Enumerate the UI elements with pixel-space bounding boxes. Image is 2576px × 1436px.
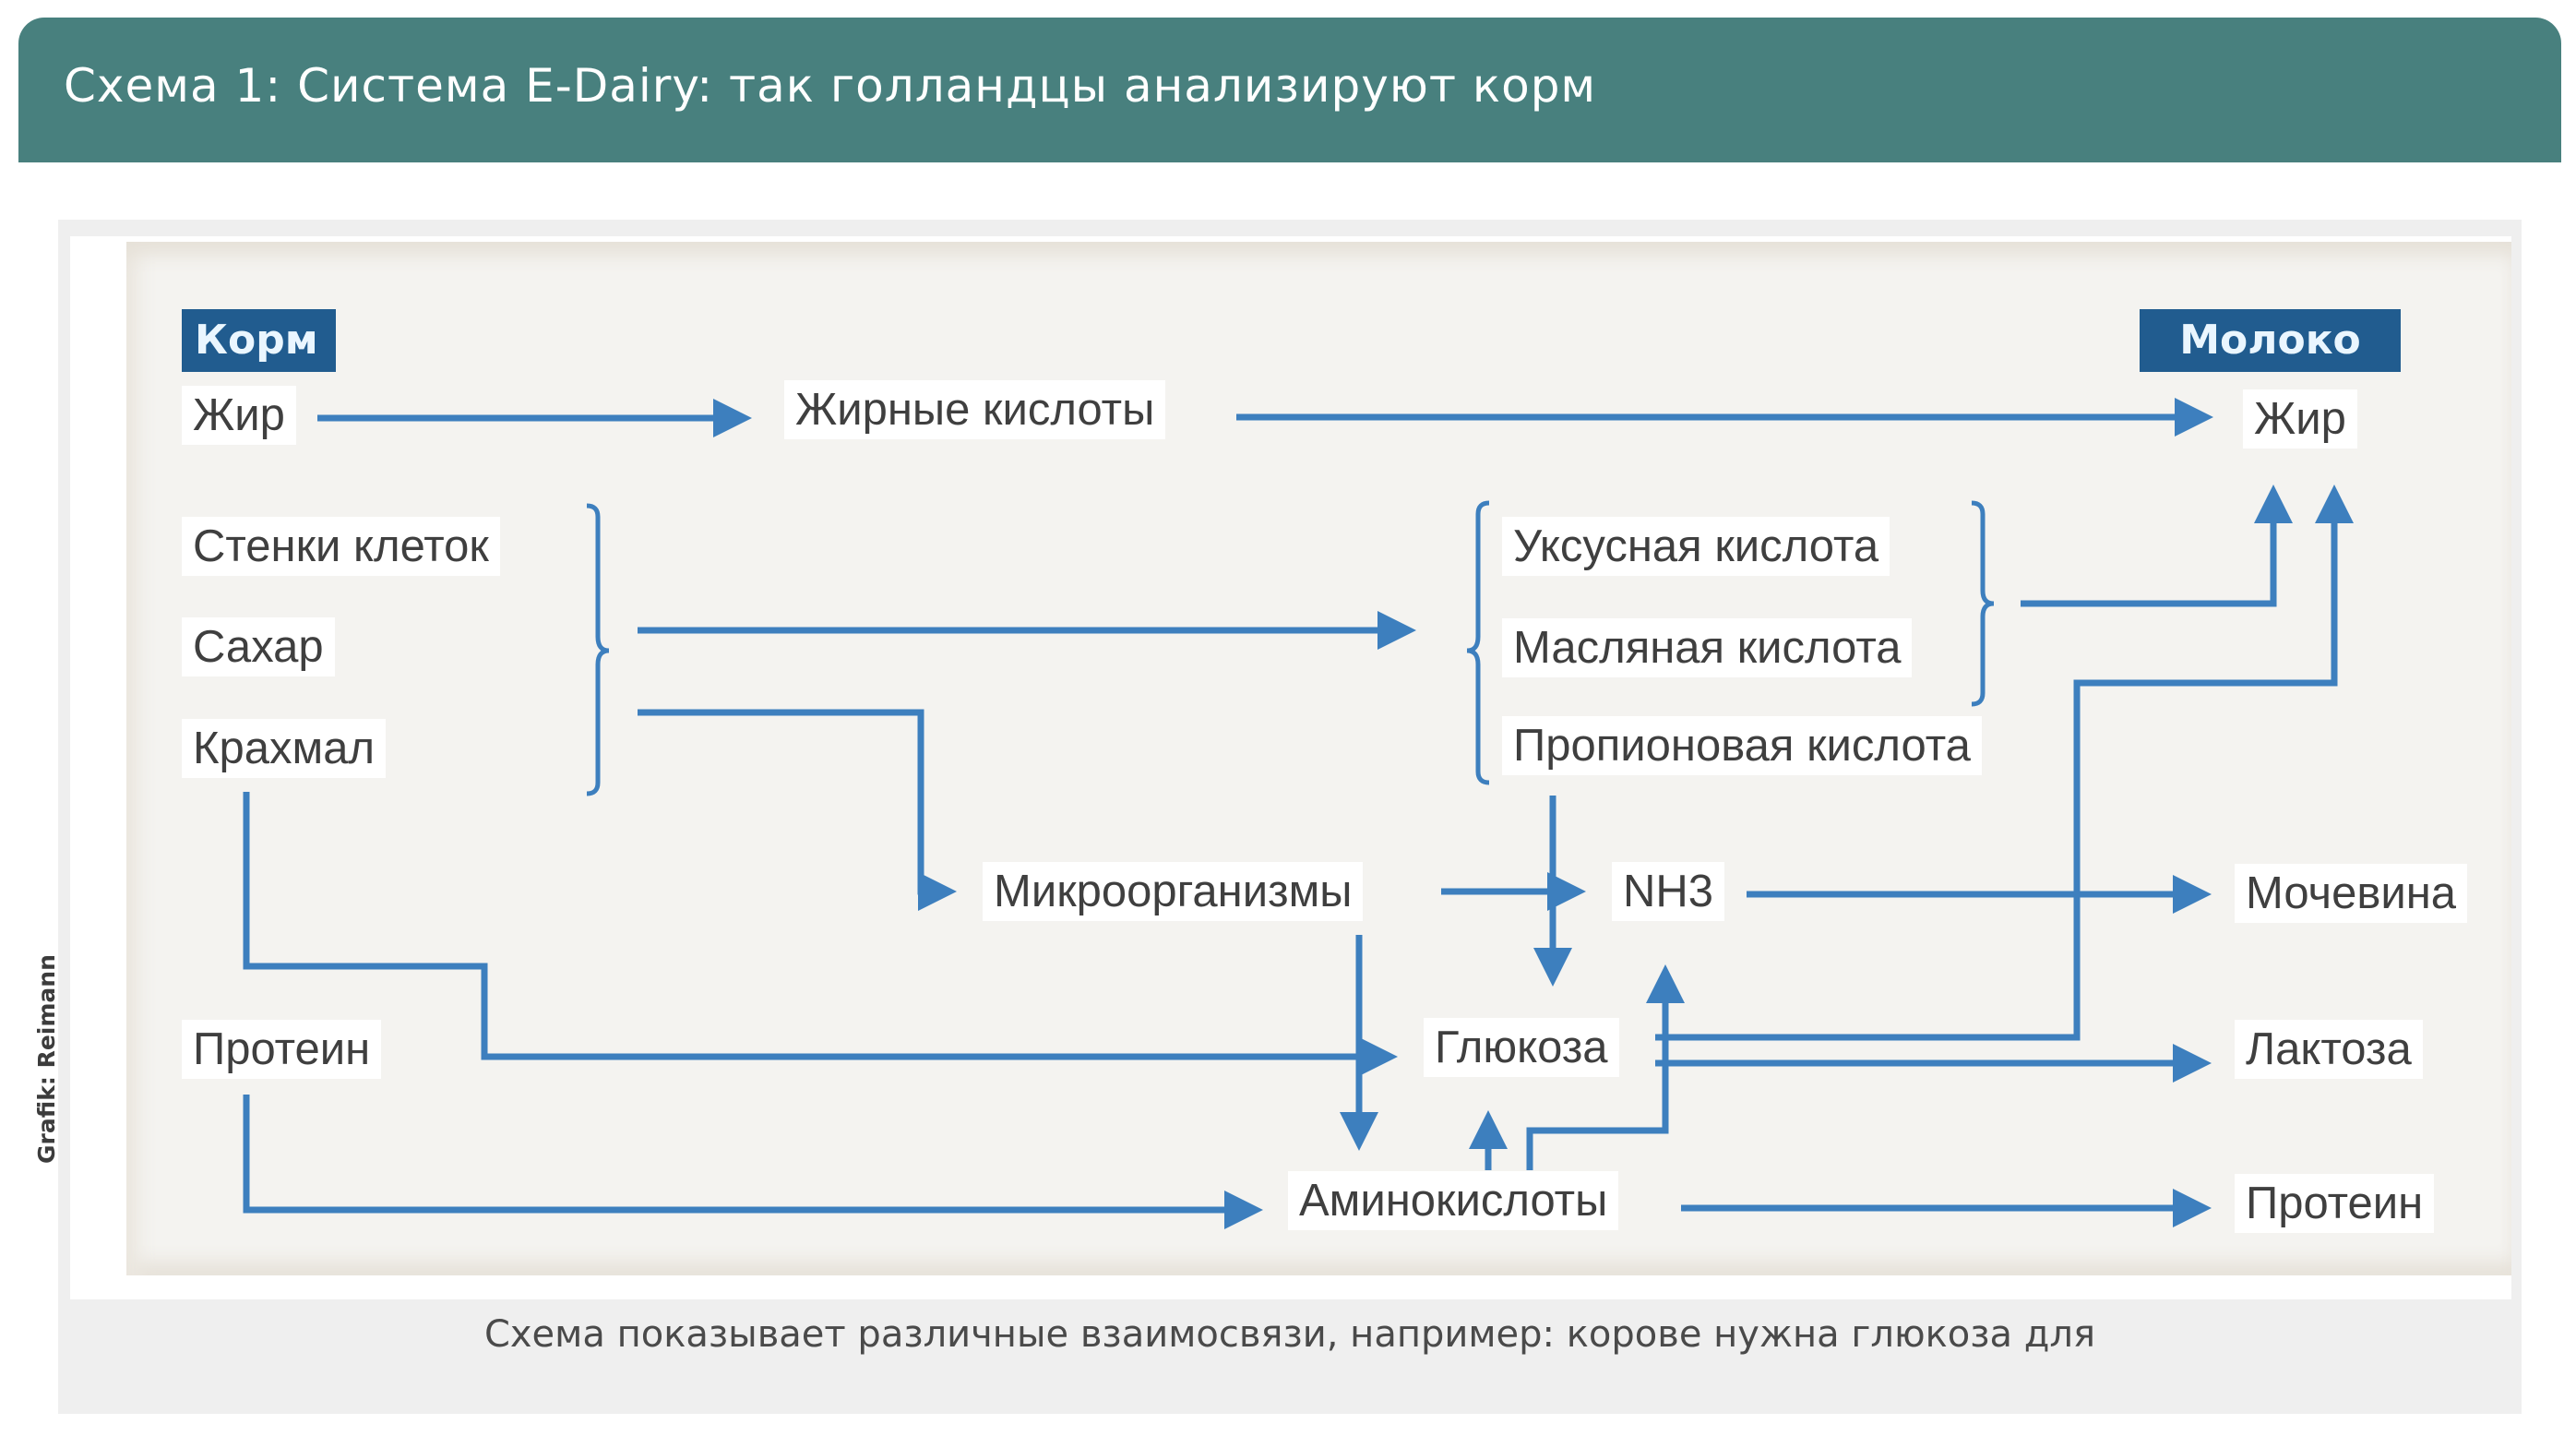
title-banner: Схема 1: Система E-Dairy: так голландцы … [18,18,2561,162]
arrow-glucose-to-milk-fat [1655,485,2354,1041]
feed-sugar-label: Сахар [182,617,335,676]
brace-acids-left [1466,500,1490,785]
arrow-amino-acids-to-nh3 [1526,964,1685,1170]
arrow-protein-to-amino-acids [243,1095,1263,1229]
figure-caption: Схема показывает различные взаимосвязи, … [483,1313,2096,1356]
acetic-acid-label: Уксусная кислота [1502,517,1890,576]
arrow-carbs-to-microorganisms [638,709,957,911]
feed-cell-walls-label: Стенки клеток [182,517,500,576]
brace-feed-carbs [586,503,610,796]
butyric-acid-label: Масляная кислота [1502,618,1913,677]
arrow-starch-to-glucose [243,792,1398,1076]
feed-protein-label: Протеин [182,1020,382,1079]
feed-fat-label: Жир [182,386,296,445]
milk-protein-label: Протеин [2235,1174,2435,1233]
milk-urea-label: Мочевина [2235,864,2468,923]
fatty-acids-label: Жирные кислоты [784,380,1166,439]
feed-header: Корм [182,309,336,372]
milk-fat-label: Жир [2243,389,2357,449]
page-title: Схема 1: Система E-Dairy: так голландцы … [64,59,1597,113]
glucose-label: Глюкоза [1424,1018,1619,1077]
propionic-acid-label: Пропионовая кислота [1502,716,1982,775]
nh3-label: NH3 [1612,862,1725,921]
arrow-acids-to-milk-fat [2021,485,2293,607]
milk-lactose-label: Лактоза [2235,1020,2423,1079]
amino-acids-label: Аминокислоты [1288,1171,1619,1230]
milk-header: Молоко [2140,309,2401,372]
microorganisms-label: Микроорганизмы [983,862,1364,921]
feed-starch-label: Крахмал [182,719,387,778]
brace-acids-right [1971,500,1995,707]
